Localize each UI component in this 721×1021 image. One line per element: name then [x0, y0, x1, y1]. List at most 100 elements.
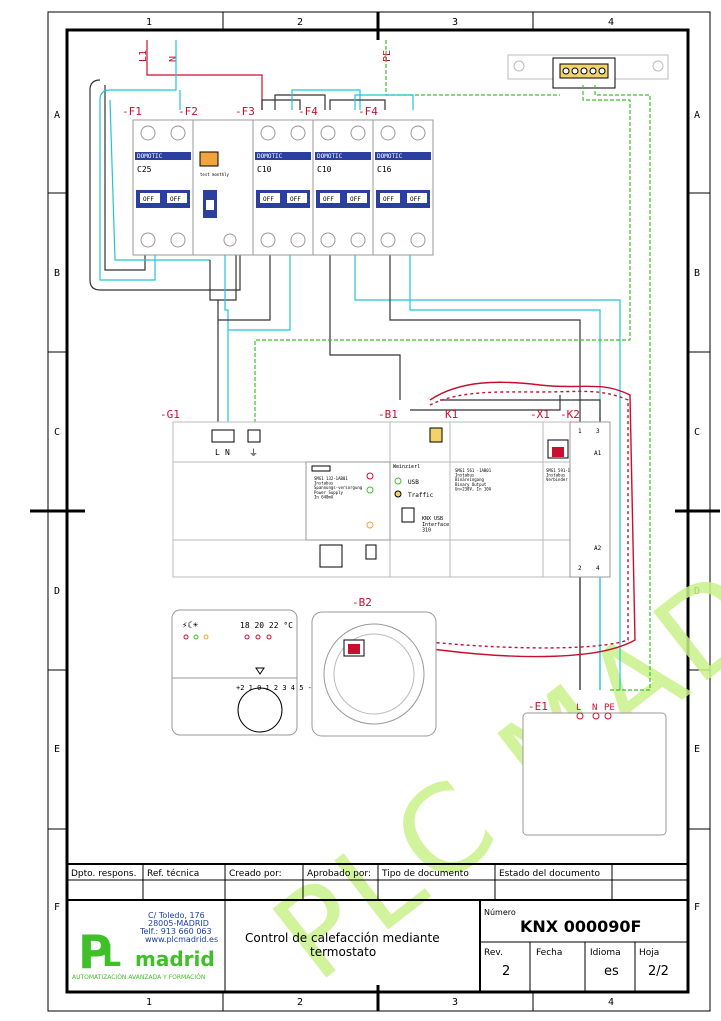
label-F4a: -F4	[298, 105, 318, 118]
pe-terminal-strip	[507, 54, 669, 89]
hoja-label: Hoja	[639, 948, 659, 958]
f3-brand: DOMOTIC	[257, 153, 283, 160]
hdr-dpto: Dpto. respons.	[71, 869, 136, 879]
f4a-off-1: OFF	[323, 196, 334, 203]
hdr-estado: Estado del documento	[499, 869, 601, 879]
col-1-bottom: 1	[146, 997, 152, 1008]
psu-N: N	[225, 448, 230, 457]
k2-term-3: 3	[596, 428, 600, 435]
idioma-label: Idioma	[590, 948, 621, 958]
label-F1: -F1	[122, 105, 142, 118]
psu-L: L	[215, 448, 220, 457]
col-2-top: 2	[297, 17, 303, 28]
f4b-off-2: OFF	[410, 196, 421, 203]
breaker-F3: DOMOTIC C10 OFF OFF	[252, 119, 314, 256]
label-X1: -X1	[530, 408, 550, 421]
b2-flush-box	[311, 611, 437, 737]
e1-term-N: N	[592, 703, 597, 713]
col-4-bottom: 4	[608, 997, 614, 1008]
breaker-group: DOMOTIC C25 OFF OFF test monthly DOMOTIC	[132, 119, 434, 256]
fecha-label: Fecha	[536, 948, 562, 958]
company-line-2: 28005-MADRID	[148, 919, 209, 928]
row-F-right: F	[694, 902, 700, 913]
f4a-rating: C10	[317, 165, 332, 174]
k2-term-4: 4	[596, 565, 600, 572]
label-E1: -E1	[528, 700, 548, 713]
label-F4b: -F4	[358, 105, 378, 118]
doc-title-2: termostato	[310, 945, 376, 959]
breaker-F4a: DOMOTIC C10 OFF OFF	[312, 119, 374, 256]
k2-term-2: 2	[578, 565, 582, 572]
col-3-top: 3	[452, 17, 458, 28]
hdr-creado: Creado por:	[229, 869, 282, 879]
row-A-right: A	[694, 110, 700, 121]
f1-off-1: OFF	[143, 196, 154, 203]
traffic-led-label: Traffic	[408, 492, 434, 499]
f1-off-2: OFF	[170, 196, 181, 203]
column-markers: 1 2 3 4 1 2 3 4	[146, 12, 614, 1011]
numero-label: Número	[484, 908, 516, 917]
col-3-bottom: 3	[452, 997, 458, 1008]
logo-L: L	[102, 939, 121, 974]
breaker-F1: DOMOTIC C25 OFF OFF	[132, 119, 194, 256]
f4b-brand: DOMOTIC	[377, 153, 403, 160]
label-L1: L1	[138, 50, 149, 62]
e1-term-PE: PE	[604, 703, 615, 713]
company-line-4: www.plcmadrid.es	[145, 935, 218, 944]
row-B-right: B	[694, 268, 700, 279]
row-A-left: A	[54, 110, 60, 121]
label-B2: -B2	[352, 596, 372, 609]
title-block: Dpto. respons. Ref. técnica Creado por: …	[67, 863, 688, 992]
label-K2: -K2	[560, 408, 580, 421]
hdr-ref: Ref. técnica	[147, 868, 199, 879]
row-C-right: C	[694, 427, 700, 438]
f4a-brand: DOMOTIC	[317, 153, 343, 160]
idioma-value: es	[604, 964, 619, 979]
label-F2: -F2	[178, 105, 198, 118]
usb-led-label: USB	[408, 479, 419, 486]
f1-brand: DOMOTIC	[137, 153, 163, 160]
f3-off-1: OFF	[263, 196, 274, 203]
supply-labels: L1 N PE	[138, 50, 393, 62]
weinzierl: Weinzierl	[393, 464, 420, 470]
hdr-tipo: Tipo de documento	[381, 869, 469, 879]
label-G1: -G1	[160, 408, 180, 421]
numero-value: KNX 000090F	[520, 917, 641, 936]
row-E-left: E	[54, 744, 60, 755]
e1-term-L: L	[576, 703, 581, 713]
rev-value: 2	[502, 964, 510, 979]
doc-title-1: Control de calefacción mediante	[245, 931, 440, 945]
k2-term-A2: A2	[594, 545, 602, 552]
row-C-left: C	[54, 427, 60, 438]
logo-madrid: madrid	[135, 947, 215, 971]
row-D-right: D	[694, 586, 700, 597]
logo-P: P	[78, 925, 112, 979]
f4b-off-1: OFF	[383, 196, 394, 203]
label-N: N	[168, 56, 179, 62]
col-4-top: 4	[608, 17, 614, 28]
row-markers: A B C D E F A B C D E F	[30, 110, 720, 913]
row-B-left: B	[54, 268, 60, 279]
e1-heater: L N PE	[522, 703, 667, 836]
f3-rating: C10	[257, 165, 272, 174]
row-E-right: E	[694, 744, 700, 755]
thermostat: ⚡☾☀ 18 20 22 °C +2 1 0 1 2 3 4 5 -	[171, 609, 312, 736]
component-labels: -G1 -B1 K1 -X1 -K2 -B2 -E1	[160, 408, 580, 713]
hoja-value: 2/2	[648, 964, 669, 979]
thermo-icons: ⚡☾☀	[182, 621, 199, 631]
col-2-bottom: 2	[297, 997, 303, 1008]
breaker-F2: test monthly	[192, 119, 254, 256]
label-PE: PE	[382, 50, 393, 62]
label-F3: -F3	[235, 105, 255, 118]
f2-test: test monthly	[200, 172, 229, 177]
hdr-aprobado: Aprobado por:	[307, 869, 371, 879]
slogan: AUTOMATIZACIÓN AVANZADA Y FORMACIÓN	[72, 974, 205, 981]
row-D-left: D	[54, 586, 60, 597]
f3-off-2: OFF	[290, 196, 301, 203]
company-line-1: C/ Toledo, 176	[148, 911, 205, 920]
